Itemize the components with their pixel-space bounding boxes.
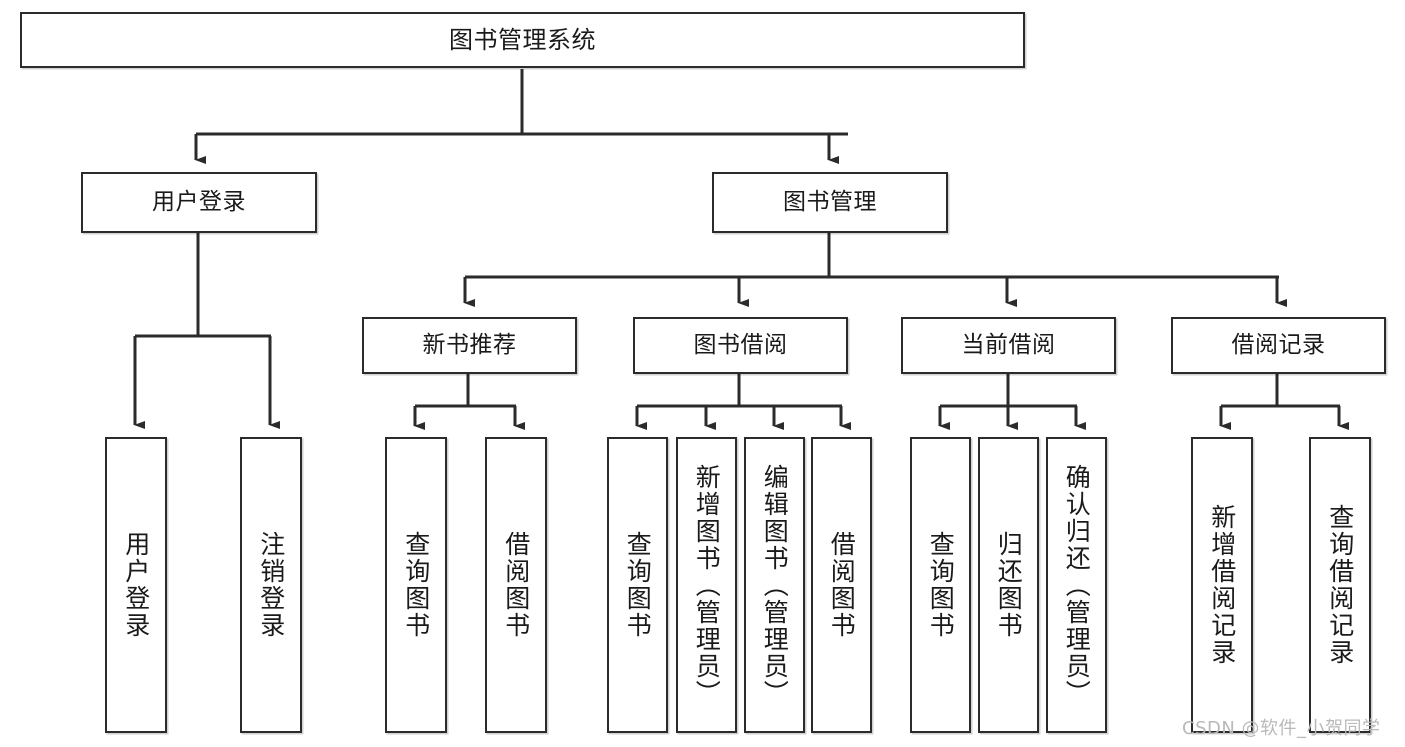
node-user-login[interactable]: 用户登录 [81,172,317,233]
node-label: 归还图书 [994,531,1024,639]
node-current-borrow[interactable]: 当前借阅 [901,317,1116,374]
node-label: 图书管理系统 [449,25,596,54]
node-book-borrow[interactable]: 图书借阅 [633,317,848,374]
node-label: 图书管理 [783,188,877,215]
node-label: 查询图书 [623,531,653,639]
node-new-book-recommend[interactable]: 新书推荐 [362,317,577,374]
node-label: 确认归还（管理员） [1062,463,1092,707]
node-root-book-management-system[interactable]: 图书管理系统 [20,12,1025,68]
node-label: 查询图书 [926,531,956,639]
node-label: 查询图书 [401,531,431,639]
watermark: CSDN @软件_小贺同学 [1182,718,1381,739]
node-label: 借阅图书 [827,531,857,639]
node-leaf-query-borrow-record[interactable]: 查询借阅记录 [1309,437,1371,733]
node-leaf-return-book[interactable]: 归还图书 [978,437,1039,733]
node-label: 新增图书（管理员） [692,463,722,707]
node-leaf-borrow-book[interactable]: 借阅图书 [811,437,872,733]
node-leaf-query-book-borrow[interactable]: 查询图书 [607,437,668,733]
node-label: 新增借阅记录 [1207,504,1237,666]
node-leaf-add-book-admin[interactable]: 新增图书（管理员） [676,437,737,733]
node-leaf-borrow-book-recommend[interactable]: 借阅图书 [485,437,547,733]
node-label: 编辑图书（管理员） [760,463,790,707]
node-label: 新书推荐 [422,331,517,358]
node-label: 用户登录 [121,531,151,639]
node-label: 用户登录 [152,188,246,215]
node-leaf-logout[interactable]: 注销登录 [240,437,302,733]
node-label: 图书借阅 [693,331,788,358]
node-leaf-add-borrow-record[interactable]: 新增借阅记录 [1191,437,1253,733]
node-leaf-user-login[interactable]: 用户登录 [105,437,167,733]
node-leaf-edit-book-admin[interactable]: 编辑图书（管理员） [744,437,805,733]
node-book-management[interactable]: 图书管理 [712,172,948,233]
node-label: 查询借阅记录 [1325,504,1355,666]
node-label: 注销登录 [256,531,286,639]
node-label: 当前借阅 [961,331,1056,358]
node-label: 借阅图书 [501,531,531,639]
node-leaf-query-book-recommend[interactable]: 查询图书 [385,437,447,733]
node-label: 借阅记录 [1231,331,1326,358]
node-leaf-query-book-current[interactable]: 查询图书 [910,437,971,733]
node-leaf-confirm-return-admin[interactable]: 确认归还（管理员） [1046,437,1107,733]
node-borrow-records[interactable]: 借阅记录 [1171,317,1386,374]
